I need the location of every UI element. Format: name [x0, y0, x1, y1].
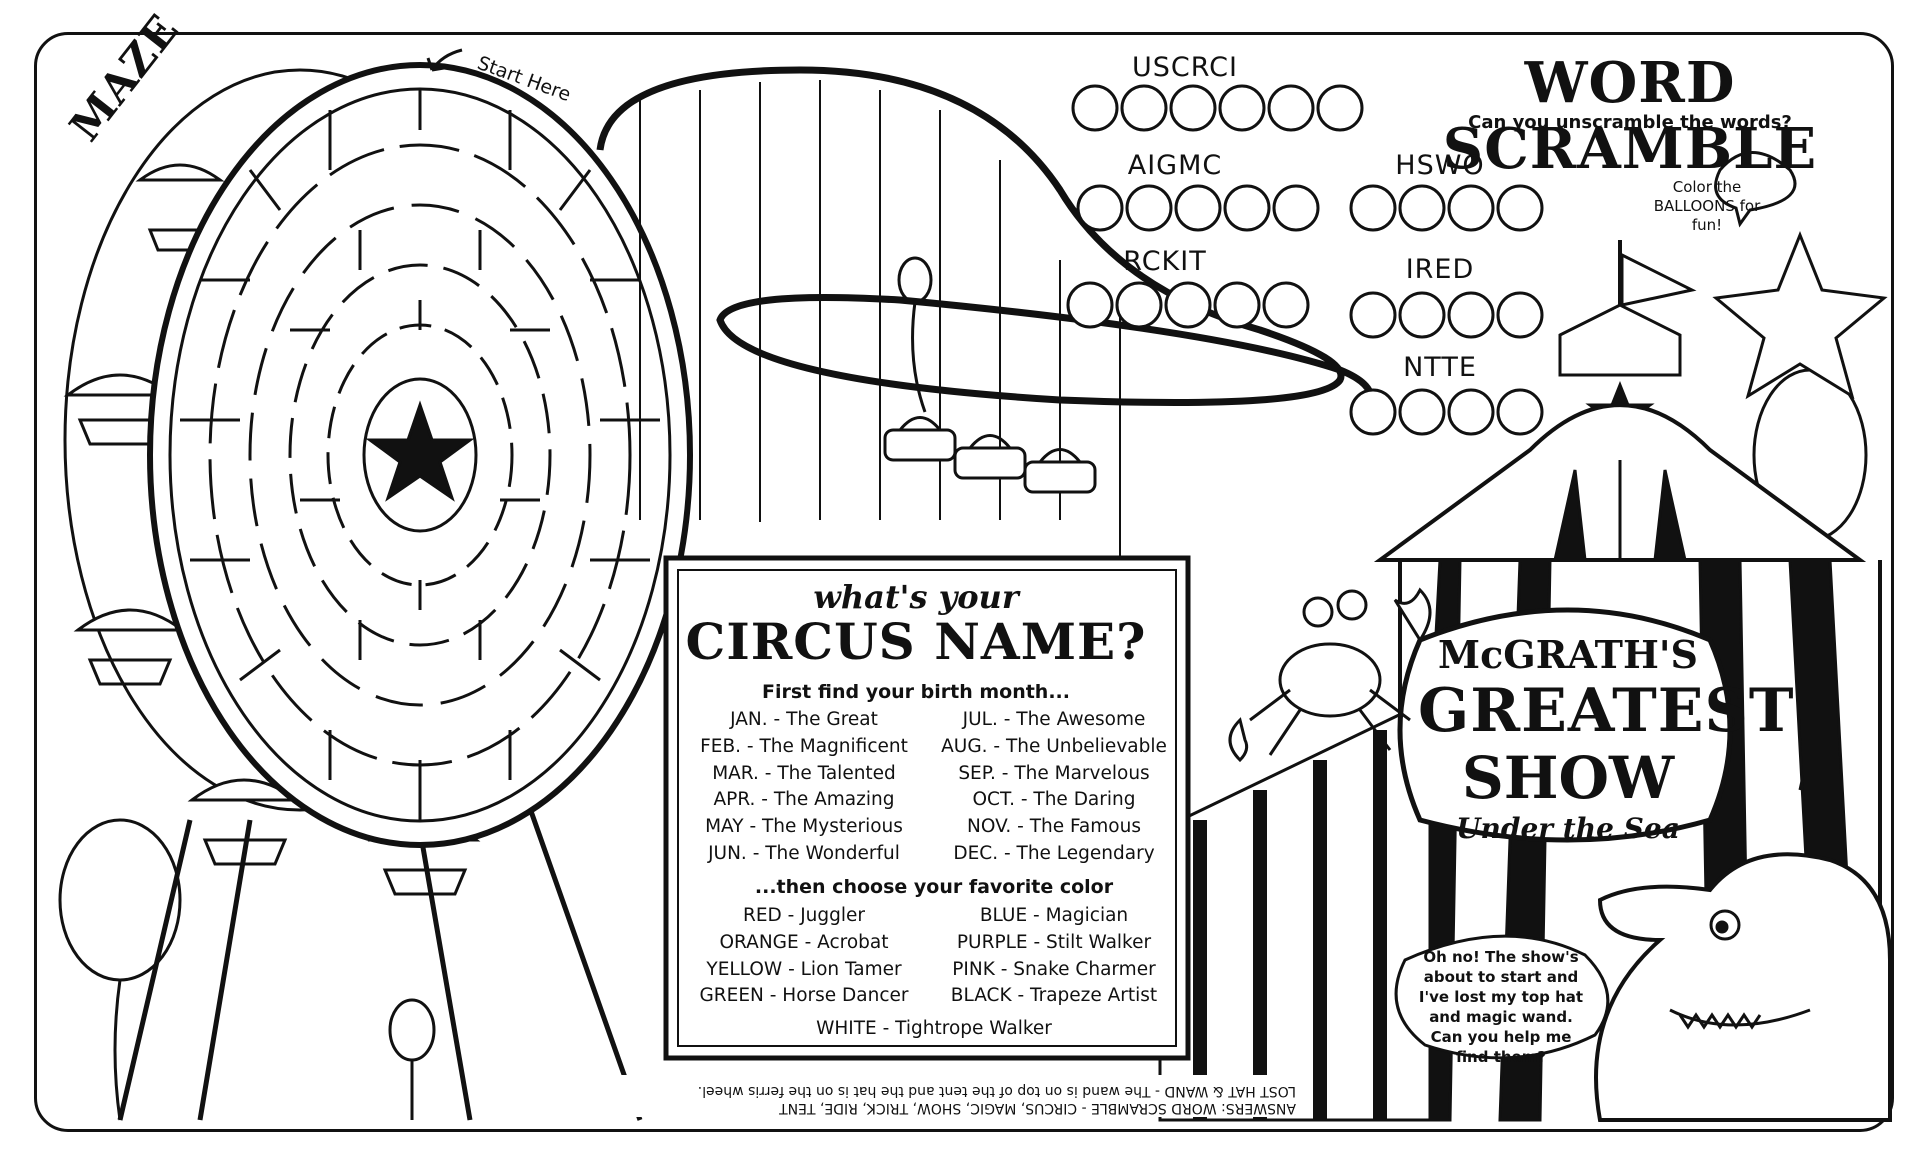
answer-letter-circle: [1223, 184, 1271, 232]
starfish: [1712, 230, 1888, 400]
maze-ring-3: [248, 203, 592, 707]
maze-center-ring: [362, 377, 478, 533]
color-cell: GREEN - Horse Dancer: [699, 985, 909, 1007]
shark: [1394, 852, 1892, 1122]
maze-star-goal: [365, 400, 475, 502]
month-row: FEB. - The Magnificent AUG. - The Unbelie…: [684, 736, 1184, 763]
month-row: MAR. - The Talented SEP. - The Marvelous: [684, 763, 1184, 790]
answer-letter-circle: [1398, 388, 1446, 436]
maze-ring-1: [168, 87, 672, 823]
maze-walls: [180, 90, 660, 820]
color-cell: ORANGE - Acrobat: [719, 931, 889, 953]
word-scramble-subtitle: Can you unscramble the words?: [1468, 112, 1792, 133]
answer-letter-circle: [1076, 184, 1124, 232]
answer-letter-circle: [1213, 281, 1261, 329]
circus-name-step1: First find your birth month...: [762, 681, 1070, 703]
color-row: YELLOW - Lion Tamer PINK - Snake Charmer: [684, 959, 1184, 986]
word-scramble-answer-circles: [1066, 84, 1544, 436]
month-row: MAY - The Mysterious NOV. - The Famous: [684, 816, 1184, 843]
scrambled-word-3: HSWO: [1395, 150, 1485, 181]
maze-ring-4: [288, 263, 552, 647]
start-arrow: [430, 48, 463, 71]
scrambled-word-4: RCKIT: [1123, 246, 1207, 277]
answer-letter-circle: [1316, 84, 1364, 132]
answer-letter-circle: [1398, 291, 1446, 339]
circus-name-prefix: what's your: [813, 578, 1019, 616]
color-cell: RED - Juggler: [742, 905, 866, 926]
circus-name-title: CIRCUS NAME?: [685, 612, 1147, 671]
tent-sign-line1: McGRATH'S: [1438, 632, 1698, 677]
color-white: WHITE - Tightrope Walker: [816, 1018, 1052, 1039]
month-cell: SEP. - The Marvelous: [958, 762, 1150, 784]
answer-letter-circle: [1262, 281, 1310, 329]
month-cell: AUG. - The Unbelievable: [941, 735, 1167, 757]
color-cell: YELLOW - Lion Tamer: [706, 958, 902, 980]
answer-letter-circle: [1169, 84, 1217, 132]
answer-letter-circle: [1496, 291, 1544, 339]
tent-sign-line2: GREATEST: [1418, 676, 1795, 746]
month-cell: JUN. - The Wonderful: [708, 842, 900, 864]
month-cell: OCT. - The Daring: [972, 789, 1136, 811]
month-cell: JAN. - The Great: [730, 709, 878, 730]
month-row: JUN. - The Wonderful DEC. - The Legendary: [684, 843, 1184, 870]
month-cell: DEC. - The Legendary: [953, 842, 1155, 864]
answer-letter-circle: [1447, 184, 1495, 232]
upside-down-answers: ANSWERS: WORD SCRAMBLE - CIRCUS, MAGIC, …: [596, 1082, 1296, 1116]
answer-letter-circle: [1066, 281, 1114, 329]
answer-letter-circle: [1218, 84, 1266, 132]
answer-letter-circle: [1447, 291, 1495, 339]
circus-name-box: [663, 555, 1191, 1061]
tent-sign-line3: SHOW: [1461, 744, 1675, 812]
circus-name-step2: ...then choose your favorite color: [754, 876, 1114, 898]
answer-letter-circle: [1267, 84, 1315, 132]
ferris-wheel-legs: [117, 779, 643, 1121]
crab: [1228, 587, 1432, 763]
answer-letter-circle: [1125, 184, 1173, 232]
color-row: RED - Juggler BLUE - Magician: [684, 905, 1184, 932]
month-row: JAN. - The Great JUL. - The Awesome: [684, 709, 1184, 736]
starfish-speech-text: Color the BALLOONS for fun!: [1653, 178, 1761, 234]
scrambled-word-2: AIGMC: [1127, 150, 1223, 181]
scrambled-word-6: NTTE: [1403, 352, 1477, 383]
shark-speech-text: Oh no! The show's about to start and I'v…: [1418, 948, 1584, 1066]
shark-speech-bubble: [1394, 934, 1610, 1060]
answer-letter-circle: [1447, 388, 1495, 436]
starfish-speech-bubble: [1714, 151, 1797, 228]
month-cell: NOV. - The Famous: [967, 816, 1141, 838]
answer-letter-circle: [1115, 281, 1163, 329]
answer-letter-circle: [1071, 84, 1119, 132]
answer-letter-circle: [1349, 291, 1397, 339]
answers-line-1: ANSWERS: WORD SCRAMBLE - CIRCUS, MAGIC, …: [779, 1100, 1296, 1116]
month-row: APR. - The Amazing OCT. - The Daring: [684, 789, 1184, 816]
answer-letter-circle: [1496, 388, 1544, 436]
color-row: GREEN - Horse Dancer BLACK - Trapeze Arti…: [684, 985, 1184, 1012]
month-cell: APR. - The Amazing: [713, 789, 895, 811]
month-list: JAN. - The Great JUL. - The Awesome FEB. …: [684, 709, 1184, 870]
color-cell: BLUE - Magician: [979, 905, 1129, 926]
month-cell: MAR. - The Talented: [712, 762, 896, 784]
answer-letter-circle: [1496, 184, 1544, 232]
month-cell: JUL. - The Awesome: [962, 709, 1146, 730]
answers-line-2: LOST HAT & WAND - The wand is on top of …: [697, 1083, 1296, 1099]
answer-letter-circle: [1164, 281, 1212, 329]
answer-letter-circle: [1349, 388, 1397, 436]
answer-letter-circle: [1174, 184, 1222, 232]
month-cell: MAY - The Mysterious: [705, 816, 903, 838]
scrambled-word-1: USCRCI: [1132, 52, 1238, 83]
tent-sign-line4: Under the Sea: [1456, 812, 1680, 845]
color-list: RED - Juggler BLUE - Magician ORANGE - Ac…: [684, 905, 1184, 1012]
answer-letter-circle: [1398, 184, 1446, 232]
answer-letter-circle: [1272, 184, 1320, 232]
month-cell: FEB. - The Magnificent: [700, 735, 908, 757]
color-cell: BLACK - Trapeze Artist: [950, 985, 1158, 1007]
color-cell: PURPLE - Stilt Walker: [956, 931, 1152, 953]
color-cell: PINK - Snake Charmer: [952, 958, 1156, 980]
answer-letter-circle: [1120, 84, 1168, 132]
answer-letter-circle: [1349, 184, 1397, 232]
color-row: ORANGE - Acrobat PURPLE - Stilt Walker: [684, 932, 1184, 959]
word-scramble-title: WORD SCRAMBLE: [1442, 50, 1818, 182]
scrambled-word-5: IRED: [1405, 254, 1475, 285]
